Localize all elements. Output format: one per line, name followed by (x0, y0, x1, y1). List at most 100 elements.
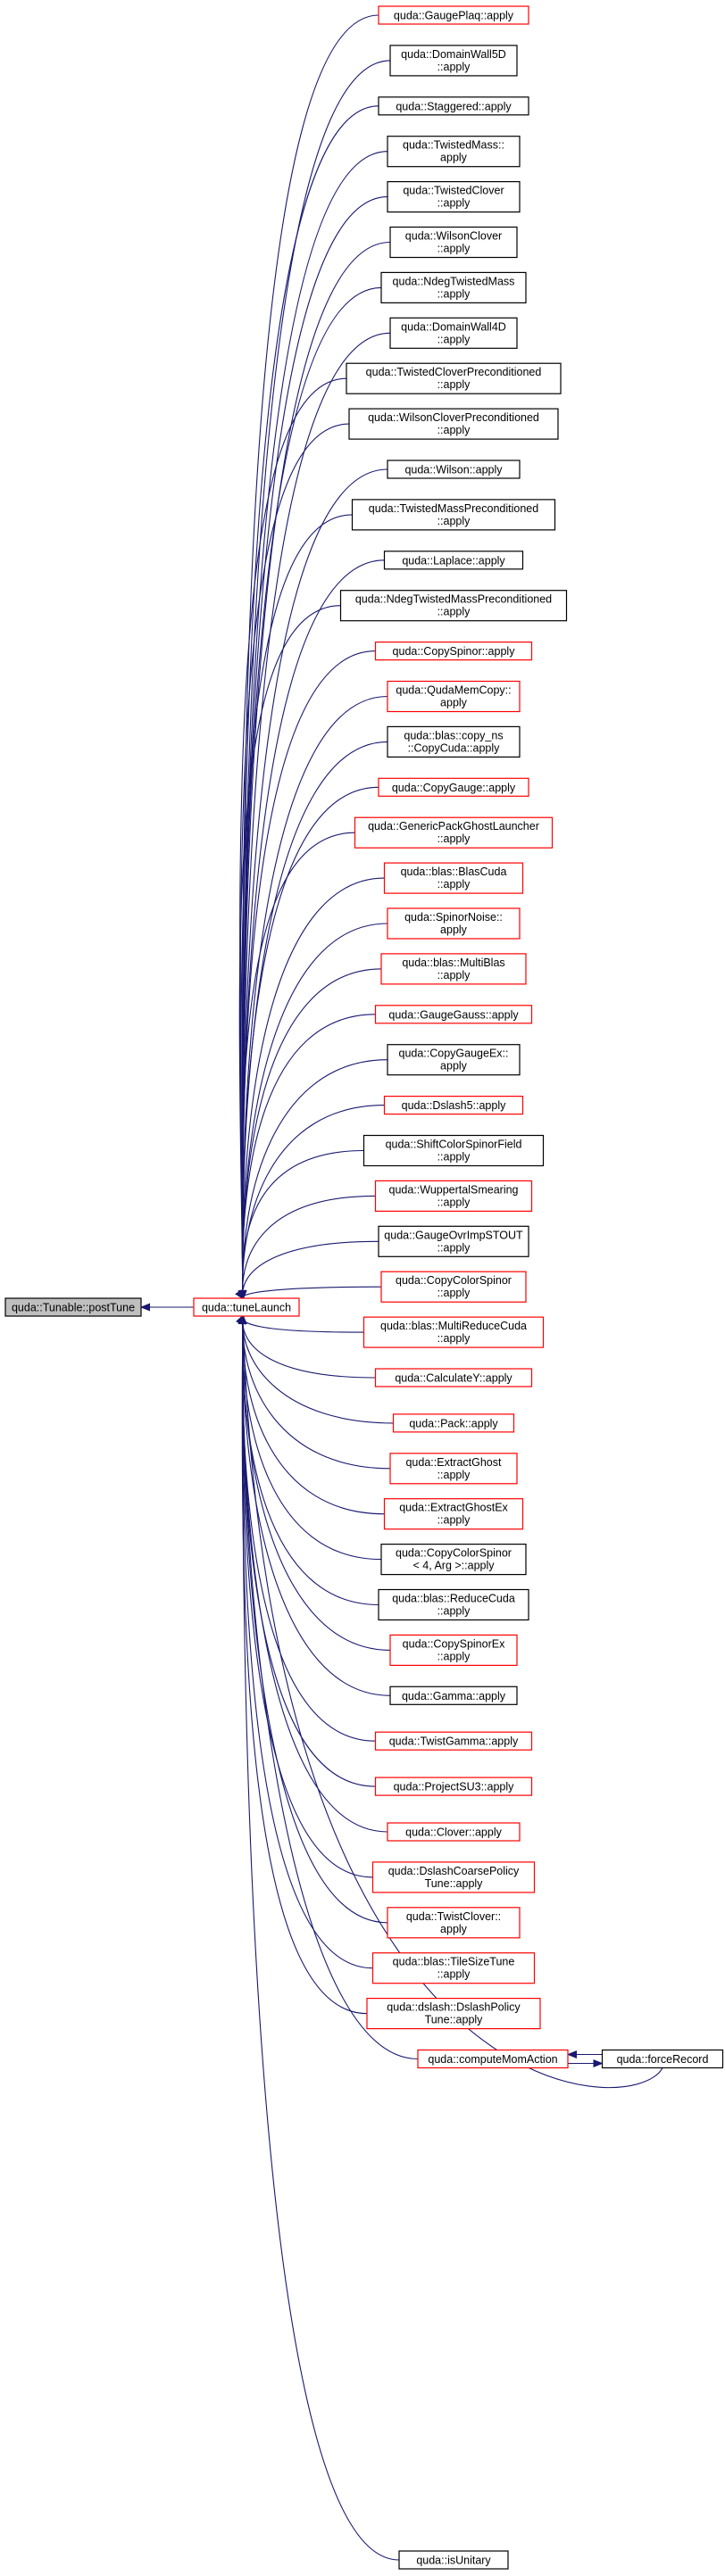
node-box (193, 1297, 300, 1317)
node-reduce-cuda[interactable]: quda::blas::ReduceCuda::apply (378, 1588, 529, 1621)
node-extract-ghost[interactable]: quda::ExtractGhost::apply (389, 1453, 518, 1485)
node-tile-size-tune[interactable]: quda::blas::TileSizeTune::apply (371, 1952, 536, 1984)
node-blas-copy-cuda[interactable]: quda::blas::copy_ns::CopyCuda::apply (387, 725, 521, 758)
node-shift-color-spinor[interactable]: quda::ShiftColorSpinorField::apply (362, 1134, 545, 1167)
node-twisted-clover-precond[interactable]: quda::TwistedCloverPreconditioned::apply (346, 362, 562, 394)
node-tune-launch[interactable]: quda::tuneLaunch (193, 1297, 300, 1317)
node-project-su3[interactable]: quda::ProjectSU3::apply (374, 1777, 533, 1796)
node-box (387, 907, 521, 940)
node-label: quda::blas::copy_ns (404, 729, 503, 741)
node-label: quda::CopySpinorEx (403, 1637, 505, 1650)
node-label: quda::TwistedCloverPreconditioned (366, 366, 542, 378)
call-edge (242, 832, 355, 1298)
node-domain-wall-4d[interactable]: quda::DomainWall4D::apply (389, 317, 518, 349)
node-box (371, 1952, 536, 1984)
call-edge (243, 877, 385, 1298)
node-wilson-clover-precond[interactable]: quda::WilsonCloverPreconditioned::apply (348, 408, 559, 440)
node-gauge-gauss[interactable]: quda::GaugeGauss::apply (374, 1005, 533, 1024)
node-label: ::apply (438, 1151, 471, 1164)
node-generic-pack-ghost[interactable]: quda::GenericPackGhostLauncher::apply (354, 816, 554, 849)
node-twisted-mass[interactable]: quda::TwistedMass::apply (387, 136, 521, 168)
node-quda-mem-copy[interactable]: quda::QudaMemCopy::apply (387, 680, 521, 713)
node-box (398, 2550, 509, 2570)
node-label: quda::dslash::DslashPolicy (387, 2001, 521, 2014)
node-box (378, 777, 529, 797)
call-edge (242, 105, 379, 1298)
node-label: quda::GaugePlaq::apply (394, 10, 514, 22)
node-label: quda::CopyColorSpinor (396, 1274, 512, 1287)
node-label: ::apply (438, 424, 471, 436)
node-force-record[interactable]: quda::forceRecord (601, 2049, 724, 2069)
node-box (366, 1998, 541, 2030)
node-label: apply (440, 697, 468, 709)
node-label: quda::CopyGauge::apply (392, 782, 516, 794)
node-label: quda::Staggered::apply (396, 100, 512, 112)
node-multi-blas[interactable]: quda::blas::MultiBlas::apply (380, 953, 527, 985)
node-label: quda::TwistedMassPreconditioned (369, 502, 538, 515)
node-wilson[interactable]: quda::Wilson::apply (387, 460, 521, 479)
node-label: ::apply (438, 878, 471, 890)
node-box (362, 1316, 545, 1348)
node-compute-mom-action[interactable]: quda::computeMomAction (417, 2049, 569, 2069)
node-box (389, 1686, 518, 1705)
node-wilson-clover[interactable]: quda::WilsonClover::apply (389, 226, 518, 259)
node-copy-spinor-ex[interactable]: quda::CopySpinorEx::apply (389, 1634, 518, 1667)
node-box (392, 1413, 515, 1433)
node-copy-color-spinor-4[interactable]: quda::CopyColorSpinor< 4, Arg >::apply (380, 1543, 527, 1576)
node-gauge-plaq[interactable]: quda::GaugePlaq::apply (378, 5, 529, 25)
node-box (378, 5, 529, 25)
node-label: apply (440, 1060, 468, 1073)
node-ndeg-twisted-mass[interactable]: quda::NdegTwistedMass::apply (380, 271, 527, 303)
call-edge (243, 968, 382, 1298)
node-label: quda::QudaMemCopy:: (396, 684, 511, 697)
node-label: ::apply (438, 1241, 471, 1254)
node-label: quda::TwistGamma::apply (389, 1735, 519, 1748)
node-label: quda::blas::MultiBlas (402, 957, 504, 969)
node-label: quda::blas::TileSizeTune (393, 1956, 515, 1968)
node-multi-reduce-cuda[interactable]: quda::blas::MultiReduceCuda::apply (362, 1316, 545, 1348)
node-extract-ghost-ex[interactable]: quda::ExtractGhostEx::apply (383, 1498, 524, 1530)
node-staggered[interactable]: quda::Staggered::apply (378, 96, 529, 116)
node-ndeg-twisted-mass-precond[interactable]: quda::NdegTwistedMassPreconditioned::app… (339, 590, 568, 622)
node-label: < 4, Arg >::apply (412, 1560, 495, 1572)
node-label: quda::Wilson::apply (404, 464, 503, 476)
node-copy-gauge-ex[interactable]: quda::CopyGaugeEx::apply (387, 1044, 521, 1076)
node-gauge-ovr-imp-stout[interactable]: quda::GaugeOvrImpSTOUT::apply (378, 1225, 529, 1257)
node-label: ::apply (438, 61, 471, 73)
node-box (374, 1777, 533, 1796)
node-wuppertal-smearing[interactable]: quda::WuppertalSmearing::apply (374, 1180, 533, 1213)
node-twisted-mass-precond[interactable]: quda::TwistedMassPreconditioned::apply (351, 499, 556, 531)
node-label: quda::ExtractGhost (405, 1456, 502, 1469)
node-dslash5[interactable]: quda::Dslash5::apply (383, 1095, 524, 1115)
node-box (362, 1134, 545, 1167)
node-copy-gauge[interactable]: quda::CopyGauge::apply (378, 777, 529, 797)
node-twist-clover[interactable]: quda::TwistClover::apply (387, 1907, 521, 1939)
node-label: apply (440, 1923, 468, 1935)
node-twisted-clover[interactable]: quda::TwistedClover::apply (387, 181, 521, 213)
node-pack[interactable]: quda::Pack::apply (392, 1413, 515, 1433)
node-label: Tune::apply (425, 2014, 484, 2026)
node-calculate-y[interactable]: quda::CalculateY::apply (374, 1368, 533, 1387)
node-label: quda::ExtractGhostEx (399, 1502, 508, 1514)
node-spinor-noise[interactable]: quda::SpinorNoise::apply (387, 907, 521, 940)
node-post-tune[interactable]: quda::Tunable::postTune (4, 1297, 142, 1317)
node-laplace[interactable]: quda::Laplace::apply (383, 551, 524, 570)
node-label: quda::TwistedClover (403, 185, 504, 197)
node-copy-spinor[interactable]: quda::CopySpinor::apply (374, 641, 533, 661)
call-edge (241, 514, 353, 1298)
node-box (380, 1543, 527, 1576)
node-clover[interactable]: quda::Clover::apply (387, 1822, 521, 1842)
node-blas-cuda[interactable]: quda::blas::BlasCuda::apply (383, 862, 524, 894)
node-copy-color-spinor[interactable]: quda::CopyColorSpinor::apply (380, 1271, 527, 1303)
node-label: ::apply (438, 287, 471, 300)
node-twist-gamma[interactable]: quda::TwistGamma::apply (374, 1731, 533, 1751)
node-label: quda::WilsonCloverPreconditioned (368, 411, 539, 424)
node-gamma[interactable]: quda::Gamma::apply (389, 1686, 518, 1705)
node-label: quda::GenericPackGhostLauncher (368, 820, 539, 832)
node-is-unitary[interactable]: quda::isUnitary (398, 2550, 509, 2570)
node-label: quda::ShiftColorSpinorField (386, 1139, 522, 1151)
node-domain-wall-5d[interactable]: quda::DomainWall5D::apply (389, 45, 518, 77)
node-box (387, 680, 521, 713)
